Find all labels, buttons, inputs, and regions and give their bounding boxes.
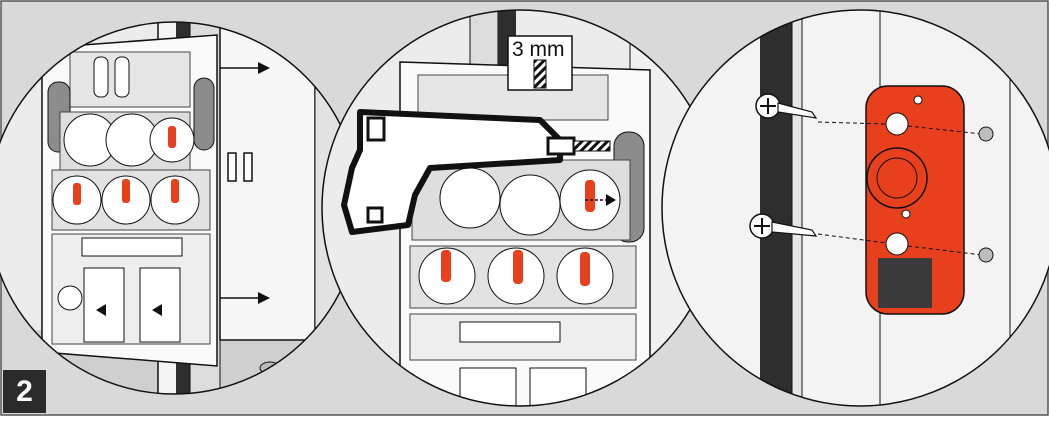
drill-bit-icon <box>534 60 546 88</box>
drill-bit-callout: 3 mm <box>508 36 572 90</box>
step-number-badge: 2 <box>3 370 46 413</box>
drill-size-label: 3 mm <box>512 38 565 61</box>
